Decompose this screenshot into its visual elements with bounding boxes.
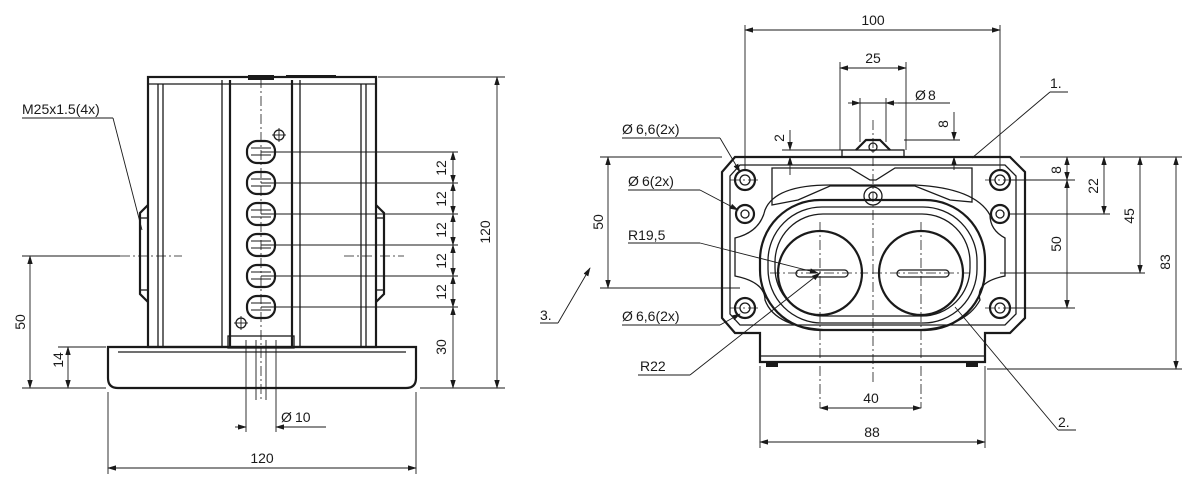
dim-left-50: 50 [590,214,606,230]
dim-bore-spacing: 40 [863,390,879,406]
callout-3: 3. [540,307,552,323]
right-gland [375,204,386,303]
dim-right-22: 22 [1085,178,1101,194]
housing-outline [720,155,1027,364]
hole-mid: 6(2x) [642,173,674,189]
hole-top-prefix: Ø [622,121,633,137]
callout-1: 1. [1050,75,1062,91]
dim-pitch-3: 12 [433,222,449,238]
dim-slot: 25 [865,50,881,66]
hole-bottom: 6,6(2x) [636,308,680,324]
dim-width: 120 [250,450,274,466]
hole-bottom-prefix: Ø [622,308,633,324]
dim-right-50: 50 [1048,236,1064,252]
dim-pitch-1: 12 [433,160,449,176]
side-view-body [146,75,378,349]
hole-top: 6,6(2x) [636,121,680,137]
dim-base: 14 [50,352,66,368]
callout-2: 2. [1058,414,1070,430]
dim-pitch-2: 12 [433,191,449,207]
dim-height: 120 [477,220,493,244]
hole-mid-prefix: Ø [628,173,639,189]
side-hole-right [989,203,1011,225]
side-view-base [106,345,418,390]
dim-lip: 2 [771,134,787,142]
dim-right-45: 45 [1121,208,1137,224]
front-view: 100 25 Ø 8 8 2 1. 2. [540,12,1182,448]
radius-outer: R22 [640,358,666,374]
side-hole-left [734,203,756,225]
dim-axis: 50 [12,314,28,330]
dim-base-width: 88 [864,424,880,440]
dim-pin-prefix: Ø [281,409,292,425]
dim-bottom: 30 [433,339,449,355]
dim-top: 100 [861,12,885,28]
thread-label: M25x1.5(4x) [22,101,100,117]
dim-shaft-prefix: Ø [915,87,926,103]
dim-pitch-5: 12 [433,284,449,300]
radius-inner: R19,5 [628,227,666,243]
dim-pin: 10 [295,409,311,425]
dim-pitch-4: 12 [433,253,449,269]
side-view: 12 12 12 12 12 30 120 50 14 M25x1.5(4x) … [12,75,505,474]
left-gland [138,204,149,303]
seal-outer [758,198,987,332]
dim-right-8: 8 [1048,166,1064,174]
dim-shaft-height: 8 [935,120,951,128]
dim-right-83: 83 [1157,254,1173,270]
dim-shaft: 8 [928,87,936,103]
